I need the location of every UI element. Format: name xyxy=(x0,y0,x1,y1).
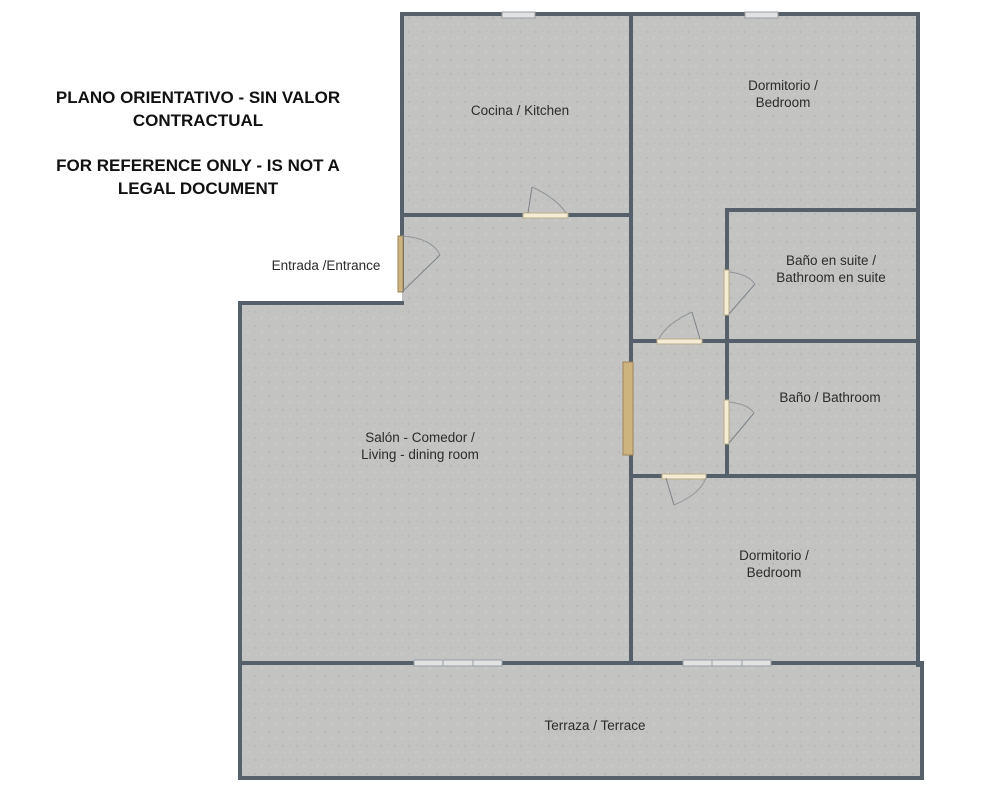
windows xyxy=(413,11,779,667)
bedroom-bottom-door-leaf xyxy=(661,473,707,480)
room-label-entrance: Entrada /Entrance xyxy=(271,258,381,273)
room-label-bedroom-bottom: Dormitorio / Bedroom xyxy=(739,548,809,580)
disclaimer-es: PLANO ORIENTATIVO - SIN VALOR CONTRACTUA… xyxy=(55,88,341,130)
room-label-kitchen: Cocina / Kitchen xyxy=(470,103,570,118)
bathroom-door-leaf xyxy=(723,399,730,445)
room-label-bathroom: Baño / Bathroom xyxy=(779,390,881,405)
entrance-door-leaf xyxy=(397,235,404,293)
living-terrace-window xyxy=(413,659,503,667)
kitchen-door-leaf xyxy=(522,212,569,219)
disclaimer: PLANO ORIENTATIVO - SIN VALOR CONTRACTUA… xyxy=(40,86,356,222)
kitchen-window xyxy=(501,11,536,19)
bedroom-terrace-window xyxy=(682,659,772,667)
room-label-living: Salón - Comedor / Living - dining room xyxy=(361,430,479,462)
bedroom-window xyxy=(744,11,779,19)
disclaimer-en: FOR REFERENCE ONLY - IS NOT A LEGAL DOCU… xyxy=(56,156,340,198)
floor-area xyxy=(240,14,922,778)
walls xyxy=(238,12,924,780)
room-label-terrace: Terraza / Terrace xyxy=(544,718,646,733)
living-sliding-door xyxy=(622,361,634,456)
suite-door-leaf xyxy=(723,269,730,316)
doors xyxy=(397,186,756,506)
bedroom-top-door-leaf xyxy=(656,338,703,345)
room-label-suite-bathroom: Baño en suite / Bathroom en suite xyxy=(776,253,886,285)
room-label-bedroom-top: Dormitorio / Bedroom xyxy=(748,78,818,110)
